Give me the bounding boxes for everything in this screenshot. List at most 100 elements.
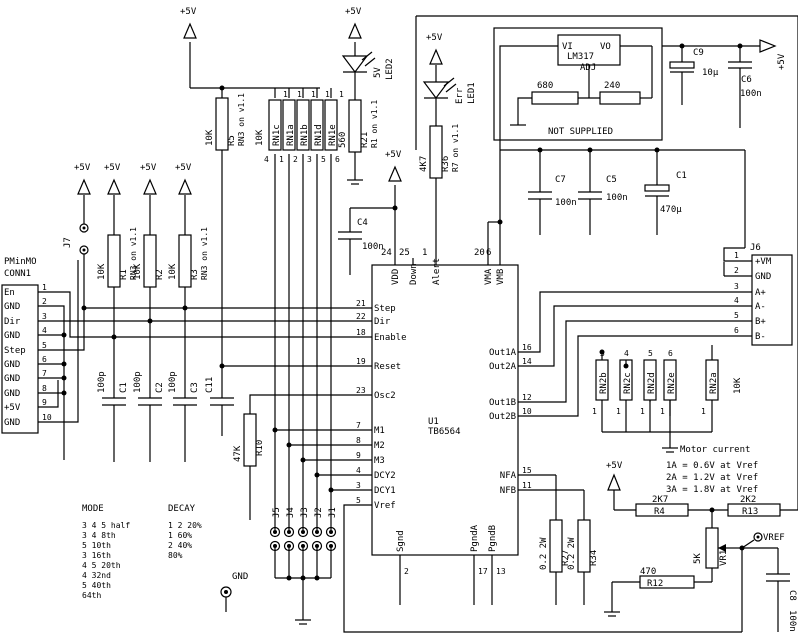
- conn-pin-label: GND: [4, 302, 20, 312]
- rn2-label: RN2d: [647, 372, 657, 394]
- ic-right-pin: Out2A: [489, 362, 517, 372]
- conn-name: CONN1: [4, 269, 31, 279]
- supply-label: +5V: [140, 163, 157, 173]
- svg-text:C3: C3: [190, 382, 200, 393]
- mode-jumper[interactable]: J2: [311, 507, 325, 552]
- rn1-bottom-pin: 2: [293, 155, 298, 164]
- rn1-top-pin: 1: [297, 90, 302, 99]
- supply-5v: +5V: [74, 163, 91, 195]
- conn-pin-number: 7: [42, 369, 47, 378]
- ic-top-pin: Alert: [432, 258, 442, 285]
- mode-row: 3 16th: [82, 551, 111, 560]
- motor-current-notes: Motor current 1A = 0.6V at Vref 2A = 1.2…: [666, 445, 758, 495]
- svg-text:100p: 100p: [97, 371, 107, 393]
- svg-text:100p: 100p: [133, 371, 143, 393]
- conn-pin-number: 3: [42, 312, 47, 321]
- ic-right-pin-number: 12: [522, 393, 532, 402]
- supply-5v: +5V: [345, 7, 362, 39]
- conn-pin-number: 6: [42, 355, 47, 364]
- ic-top-pin: VMB: [496, 269, 506, 285]
- ic-left-pin-number: 18: [356, 328, 366, 337]
- mode-jumper[interactable]: J5: [269, 507, 283, 552]
- svg-text:R1 on v1.1: R1 on v1.1: [370, 100, 379, 148]
- jumper-j7: J7: [63, 195, 89, 311]
- mode-row: 4 5 20th: [82, 561, 121, 570]
- mode-jumper[interactable]: J3: [297, 507, 311, 552]
- vm-bus: C7 100n C5 100n C1 470µ: [487, 147, 746, 265]
- ic-bottom-pin-number: 13: [496, 567, 506, 576]
- ic-right-pin-number: 16: [522, 343, 532, 352]
- j6-pin-label: +VM: [755, 257, 772, 267]
- supply-5v: +5V: [104, 163, 121, 195]
- jumper-label: J1: [328, 507, 338, 518]
- rn1-bottom-pin: 5: [321, 155, 326, 164]
- j7-label: J7: [63, 237, 73, 248]
- rn1-label: RN1e: [328, 124, 338, 146]
- jumper-label: J4: [286, 507, 296, 518]
- svg-text:C4: C4: [357, 218, 368, 228]
- j6-label: J6: [750, 243, 761, 253]
- ic-left-pin-number: 7: [356, 421, 361, 430]
- svg-text:R13: R13: [742, 507, 758, 517]
- gnd-label: GND: [232, 572, 248, 582]
- led1-r36: Err LED1 4K7 R36 R7 on v1.1: [419, 65, 477, 265]
- reg-box: [493, 27, 663, 141]
- ic-right-pin-number: 11: [522, 481, 532, 490]
- svg-text:R5: R5: [227, 135, 237, 146]
- svg-text:10K: 10K: [205, 129, 215, 146]
- svg-text:LED2: LED2: [385, 58, 395, 80]
- ic-right-pin-number: 14: [522, 357, 532, 366]
- svg-text:+5V: +5V: [606, 461, 623, 471]
- svg-text:C1: C1: [119, 382, 129, 393]
- j6-body: [751, 254, 793, 346]
- svg-text:LM317: LM317: [567, 52, 594, 62]
- svg-text:100n: 100n: [362, 242, 384, 252]
- mode-title: MODE: [82, 504, 104, 514]
- svg-text:R36: R36: [441, 156, 451, 172]
- svg-text:C1: C1: [676, 171, 687, 181]
- ic-left-pin: M1: [374, 426, 385, 436]
- mode-jumper[interactable]: J1: [325, 507, 339, 552]
- rn1-top-pin: 1: [325, 90, 330, 99]
- mode-row: 5 40th: [82, 581, 111, 590]
- conn-pin-number: 5: [42, 341, 47, 350]
- j6-pin-number: 3: [734, 282, 739, 291]
- r5-rn1: 10K R5 RN3 on v1.1 10K RN1c1RN1a1RN1b1RN…: [189, 42, 372, 369]
- reg-note: NOT SUPPLIED: [548, 127, 613, 137]
- svg-text:3A = 1.8V at Vref: 3A = 1.8V at Vref: [666, 485, 758, 495]
- conn-pin-label: +5V: [4, 403, 21, 413]
- led2-r21: 5V LED2 560 R21 R1 on v1.1: [338, 42, 395, 185]
- mode-row: 4 32nd: [82, 571, 111, 580]
- rn1-label: RN1d: [314, 124, 324, 146]
- svg-text:47K: 47K: [233, 445, 243, 462]
- svg-text:10K: 10K: [133, 263, 143, 280]
- svg-text:R3: R3: [190, 269, 200, 280]
- ic-left-pin: Osc2: [374, 391, 396, 401]
- ic-top-pin-number: 6: [486, 248, 491, 258]
- ic-bottom-pin-number: 17: [478, 567, 488, 576]
- mode-jumper[interactable]: J4: [283, 507, 297, 552]
- svg-text:0.2 2W: 0.2 2W: [539, 537, 549, 570]
- decay-row: 1 60%: [168, 531, 192, 540]
- ic-top-pin-number: 20: [474, 248, 485, 258]
- svg-text:C2: C2: [155, 382, 165, 393]
- conn-pin-label: GND: [4, 389, 20, 399]
- mode-row: 64th: [82, 591, 101, 600]
- ic-left-pin-number: 19: [356, 357, 366, 366]
- svg-text:R10: R10: [255, 440, 265, 456]
- conn-pin-number: 8: [42, 384, 47, 393]
- svg-text:470µ: 470µ: [660, 205, 682, 215]
- mode-jumper-wires: [249, 154, 372, 625]
- rn2-extra-bottom-pin: 1: [701, 407, 706, 416]
- ic-top-pin-number: 25: [399, 248, 410, 258]
- ic-right-pin-number: 15: [522, 466, 532, 475]
- conn-pin-label: GND: [4, 374, 20, 384]
- ic-right-pin: NFA: [500, 471, 517, 481]
- supply-5v: +5V: [175, 163, 192, 195]
- decay-row: 80%: [168, 551, 183, 560]
- svg-text:R1: R1: [119, 269, 129, 280]
- conn-pin-number: 1: [42, 283, 47, 292]
- svg-text:R2: R2: [155, 269, 165, 280]
- svg-text:Err: Err: [455, 87, 465, 104]
- svg-text:0.2 2W: 0.2 2W: [567, 537, 577, 570]
